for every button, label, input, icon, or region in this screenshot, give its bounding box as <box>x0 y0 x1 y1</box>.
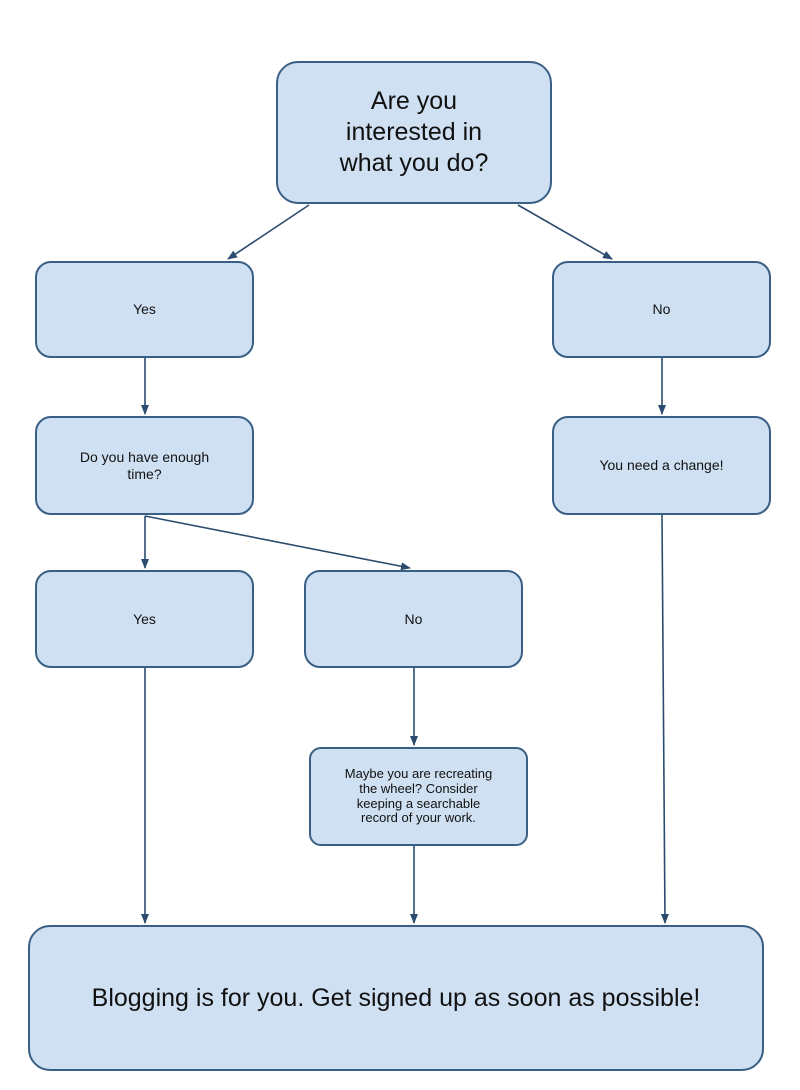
edge-question-to-interested-no <box>517 204 613 260</box>
question-interested-node: Are you interested in what you do? <box>276 61 552 204</box>
edge-question-to-interested-yes <box>227 204 310 260</box>
answer-interested-no-node: No <box>552 261 771 358</box>
conclusion-node: Blogging is for you. Get signed up as so… <box>28 925 764 1071</box>
answer-interested-yes-node: Yes <box>35 261 254 358</box>
answer-time-yes-node: Yes <box>35 570 254 668</box>
edge-time-question-to-time-no <box>144 515 411 571</box>
edge-need-change-to-conclusion <box>660 514 669 924</box>
recreating-wheel-node: Maybe you are recreating the wheel? Cons… <box>309 747 528 846</box>
answer-time-no-node: No <box>304 570 523 668</box>
question-enough-time-node: Do you have enough time? <box>35 416 254 515</box>
need-change-node: You need a change! <box>552 416 771 515</box>
